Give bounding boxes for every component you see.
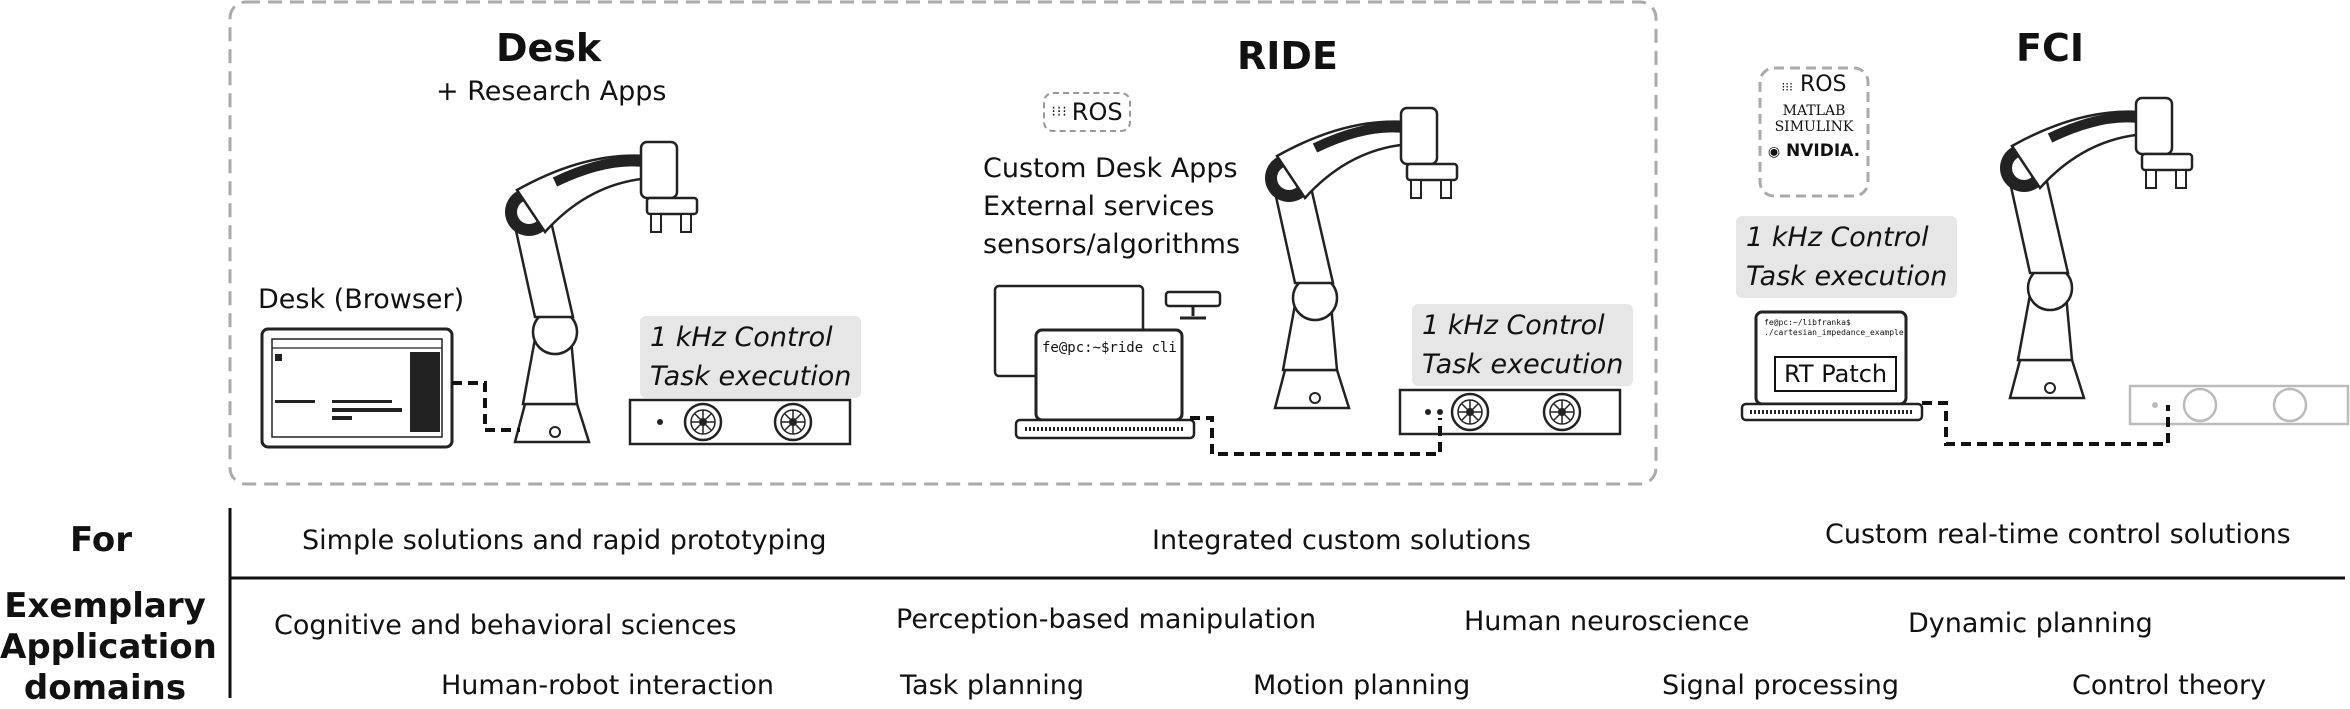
ride-control-unit-illustration — [1398, 388, 1622, 436]
fci-matlab-logo: MATLAB SIMULINK — [1760, 103, 1868, 135]
desk-subtitle: + Research Apps — [436, 76, 667, 107]
ride-camera-sensor-illustration — [1164, 290, 1222, 320]
domain-signal-processing: Signal processing — [1662, 670, 1900, 701]
for-fci: Custom real-time control solutions — [1825, 519, 2291, 550]
fci-robot-arm-illustration — [2000, 98, 2192, 398]
for-desk: Simple solutions and rapid prototyping — [302, 525, 827, 556]
desk-control-unit-illustration — [628, 398, 852, 446]
row-label-domains-line1: Exemplary — [4, 586, 206, 626]
fci-control-box: 1 kHz Control Task execution — [1736, 216, 1958, 298]
ride-item-external-services: External services — [983, 191, 1215, 222]
ride-ros-label: ROS — [1071, 98, 1123, 126]
ros-dots-icon: ⁝⁝⁝ — [1781, 80, 1793, 94]
desk-browser-label: Desk (Browser) — [258, 284, 465, 315]
row-label-domains-line2: Application — [0, 627, 217, 667]
domain-motion-planning: Motion planning — [1253, 670, 1471, 701]
desk-control-line2: Task execution — [650, 361, 852, 392]
row-label-domains: Exemplary Application domains — [0, 586, 217, 709]
desk-control-line1: 1 kHz Control — [650, 322, 833, 353]
for-ride: Integrated custom solutions — [1152, 525, 1531, 556]
fci-ros-label: ROS — [1799, 72, 1847, 97]
domain-human-robot-interaction: Human-robot interaction — [441, 670, 774, 701]
desk-browser-monitor-illustration — [260, 327, 454, 449]
fci-ros-logo: ⁝⁝⁝ ROS — [1760, 72, 1868, 97]
fci-terminal-line1: fe@pc:~/libfranka$ — [1764, 318, 1851, 327]
ros-dots-icon: ⁝⁝⁝ — [1051, 104, 1068, 120]
desk-control-box: 1 kHz Control Task execution — [640, 316, 862, 398]
ride-ros-badge: ⁝⁝⁝ ROS — [1043, 92, 1131, 132]
nvidia-eye-icon: ◉ — [1767, 144, 1781, 160]
domain-dynamic-planning: Dynamic planning — [1908, 608, 2153, 639]
fci-tools-frame — [1758, 66, 1870, 198]
row-label-domains-line3: domains — [23, 668, 187, 708]
ride-control-box: 1 kHz Control Task execution — [1412, 304, 1634, 386]
fci-control-unit-illustration — [2128, 384, 2350, 426]
ride-laptop-illustration — [993, 284, 1196, 440]
fci-title: FCI — [2016, 26, 2084, 70]
domain-human-neuroscience: Human neuroscience — [1464, 606, 1750, 637]
fci-cable — [1922, 401, 2170, 446]
fci-matlab-line1: MATLAB — [1782, 103, 1846, 119]
domain-cognitive-behavioral: Cognitive and behavioral sciences — [274, 610, 737, 641]
desk-cable — [452, 381, 520, 432]
fci-nvidia-label: NVIDIA. — [1786, 141, 1861, 161]
ride-control-line1: 1 kHz Control — [1422, 310, 1605, 341]
ride-item-custom-desk-apps: Custom Desk Apps — [983, 153, 1238, 184]
fci-rt-patch-box: RT Patch — [1774, 356, 1898, 392]
fci-control-line1: 1 kHz Control — [1746, 222, 1929, 253]
fci-terminal-text: fe@pc:~/libfranka$ ./cartesian_impedance… — [1764, 318, 1904, 338]
ride-item-sensors-algorithms: sensors/algorithms — [983, 229, 1241, 260]
fci-control-line2: Task execution — [1746, 261, 1948, 292]
fci-tools-logos: ⁝⁝⁝ ROS MATLAB SIMULINK ◉ NVIDIA. — [1760, 72, 1868, 161]
fci-matlab-line2: SIMULINK — [1774, 119, 1854, 135]
ride-integration-list: Custom Desk Apps External services senso… — [983, 150, 1240, 264]
fci-laptop-illustration — [1740, 310, 1924, 422]
ride-control-line2: Task execution — [1422, 349, 1624, 380]
ride-title: RIDE — [1237, 34, 1338, 78]
domain-control-theory: Control theory — [2072, 670, 2267, 701]
fci-nvidia-logo: ◉ NVIDIA. — [1760, 141, 1868, 161]
domain-perception-manipulation: Perception-based manipulation — [896, 604, 1317, 635]
ride-terminal-text: fe@pc:~$ride cli — [1042, 340, 1177, 356]
ride-cable — [1190, 416, 1442, 456]
row-label-for: For — [70, 520, 132, 560]
fci-terminal-line2: ./cartesian_impedance_example — [1764, 328, 1904, 337]
domain-task-planning: Task planning — [900, 670, 1085, 701]
desk-title: Desk — [496, 26, 602, 70]
